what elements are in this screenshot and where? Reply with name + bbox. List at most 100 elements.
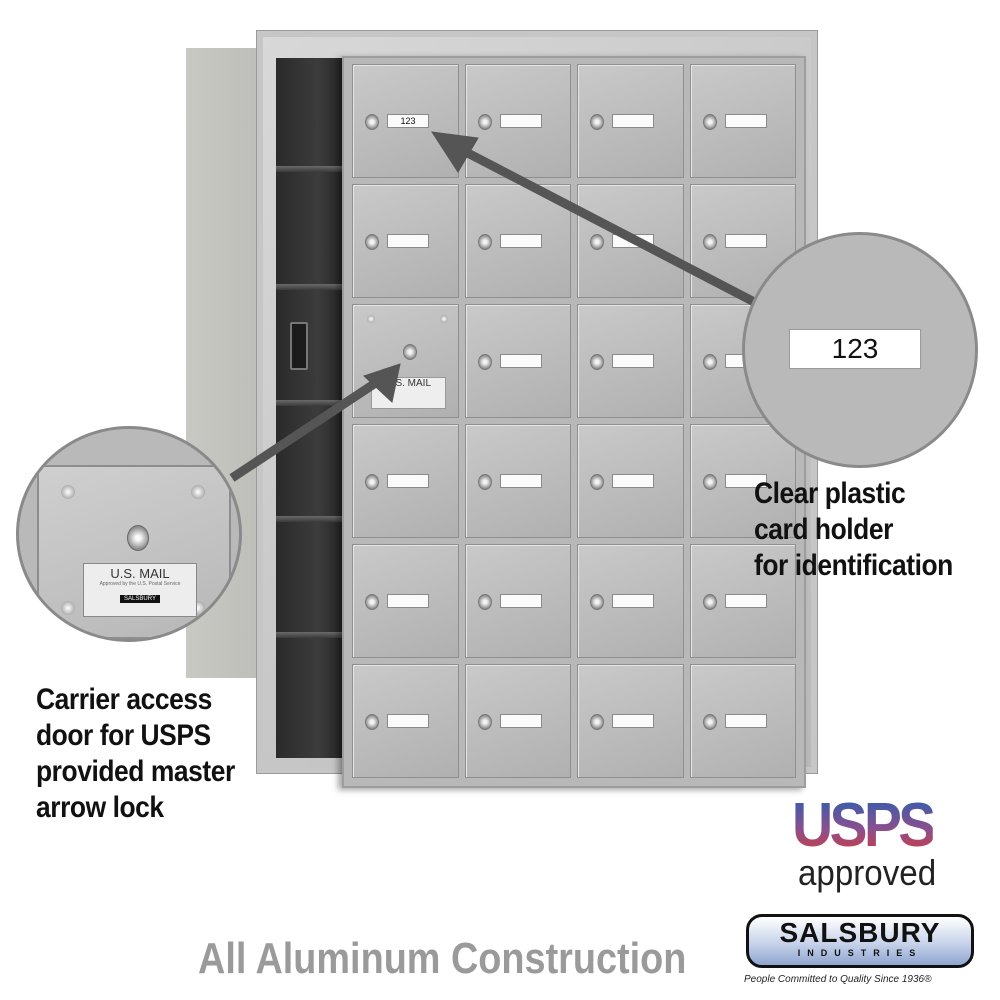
- card-holder: [724, 234, 767, 248]
- door-handle: [290, 322, 308, 370]
- card-holder: [387, 714, 429, 728]
- lock-icon: [702, 474, 717, 490]
- salsbury-logo: SALSBURY INDUSTRIES: [746, 914, 974, 968]
- lock-icon: [590, 234, 604, 250]
- screw-icon: [61, 485, 75, 499]
- open-cavity: [276, 58, 346, 758]
- mailbox-door: [689, 64, 796, 178]
- caption-line: arrow lock: [36, 791, 164, 824]
- card-holder: [612, 354, 654, 368]
- plate-title: U.S. MAIL: [110, 566, 170, 581]
- lock-icon: [365, 234, 379, 250]
- lock-icon: [702, 234, 717, 250]
- card-holder: [387, 474, 429, 488]
- footer-tagline: All Aluminum Construction: [198, 934, 687, 983]
- arrow-lock-icon: [403, 344, 417, 360]
- zoom-carrier-panel: U.S. MAIL Approved by the U.S. Postal Se…: [37, 465, 231, 639]
- screw-icon: [367, 315, 375, 323]
- mailbox-door: [577, 304, 684, 418]
- mailbox-door: [352, 544, 459, 658]
- lock-icon: [590, 594, 604, 610]
- mailbox-door: [464, 424, 571, 538]
- caption-line: Clear plastic: [754, 477, 906, 510]
- mailbox-door: [352, 184, 459, 298]
- caption-line: Carrier access: [36, 683, 212, 716]
- card-holder: [499, 354, 542, 368]
- lock-icon: [702, 354, 717, 370]
- zoom-us-mail-plate: U.S. MAIL Approved by the U.S. Postal Se…: [83, 563, 197, 617]
- screw-icon: [439, 315, 448, 323]
- card-holder: [612, 234, 654, 248]
- mailbox-door: [464, 64, 571, 178]
- caption-line: card holder: [754, 513, 893, 546]
- lock-icon: [590, 354, 604, 370]
- mailbox-door: [577, 424, 684, 538]
- card-holder: [612, 474, 654, 488]
- mailbox-door: [352, 664, 459, 778]
- lock-icon: [590, 474, 604, 490]
- mailbox-door: 123: [352, 64, 459, 178]
- shelf: [276, 284, 346, 290]
- lock-icon: [702, 594, 717, 610]
- card-holder: [499, 714, 542, 728]
- card-holder: [499, 594, 542, 608]
- mailbox-door: [464, 184, 571, 298]
- caption-line: for identification: [754, 549, 953, 582]
- shelf: [276, 516, 346, 522]
- usps-approved-text: approved: [798, 852, 937, 893]
- card-holder: [499, 114, 542, 128]
- lock-icon: [477, 714, 492, 730]
- arrow-lock-icon: [127, 525, 149, 551]
- card-holder-zoom: 123: [742, 232, 978, 468]
- card-holder: [612, 714, 654, 728]
- card-holder: [499, 474, 542, 488]
- card-holder: [724, 594, 767, 608]
- card-holder: [499, 234, 542, 248]
- screw-icon: [191, 485, 205, 499]
- card-holder: 123: [387, 114, 429, 128]
- card-holder: [387, 594, 429, 608]
- shelf: [276, 400, 346, 406]
- zoom-card-label: 123: [789, 329, 921, 369]
- mailbox-door: [464, 544, 571, 658]
- lock-icon: [702, 114, 717, 130]
- lock-icon: [365, 594, 379, 610]
- master-door: 123 U.S. MAIL: [342, 56, 806, 788]
- card-holder: [387, 234, 429, 248]
- mailbox-door: [352, 424, 459, 538]
- lock-icon: [702, 714, 717, 730]
- mailbox-door: [464, 664, 571, 778]
- carrier-door-zoom: U.S. MAIL Approved by the U.S. Postal Se…: [16, 426, 242, 642]
- carrier-access-caption: Carrier access door for USPS provided ma…: [36, 682, 235, 826]
- card-holder: [724, 714, 767, 728]
- mailbox-door: [577, 184, 684, 298]
- lock-icon: [365, 474, 379, 490]
- brand-name: SALSBURY: [779, 917, 941, 948]
- caption-line: provided master: [36, 755, 235, 788]
- lock-icon: [590, 114, 604, 130]
- card-holder: [724, 474, 767, 488]
- mailbox-grid: 123 U.S. MAIL: [352, 64, 796, 778]
- mailbox-door: [577, 664, 684, 778]
- usps-logo: USPS: [792, 791, 936, 860]
- carrier-access-door: U.S. MAIL: [352, 304, 459, 418]
- caption-line: door for USPS: [36, 719, 211, 752]
- us-mail-plate: U.S. MAIL: [371, 377, 446, 409]
- card-holder: [612, 114, 654, 128]
- mailbox-door: [577, 64, 684, 178]
- brand-slogan: People Committed to Quality Since 1936®: [744, 974, 932, 985]
- card-holder: [724, 114, 767, 128]
- mailbox-door: [689, 424, 796, 538]
- lock-icon: [477, 594, 492, 610]
- card-holder: [612, 594, 654, 608]
- card-holder-caption: Clear plastic card holder for identifica…: [754, 476, 953, 584]
- lock-icon: [365, 714, 379, 730]
- plate-logo: SALSBURY: [120, 595, 160, 603]
- lock-icon: [477, 474, 492, 490]
- mailbox-door: [689, 664, 796, 778]
- mailbox-door: [689, 544, 796, 658]
- shelf: [276, 632, 346, 638]
- brand-subname: INDUSTRIES: [797, 948, 923, 958]
- lock-icon: [477, 354, 492, 370]
- screw-icon: [61, 601, 75, 615]
